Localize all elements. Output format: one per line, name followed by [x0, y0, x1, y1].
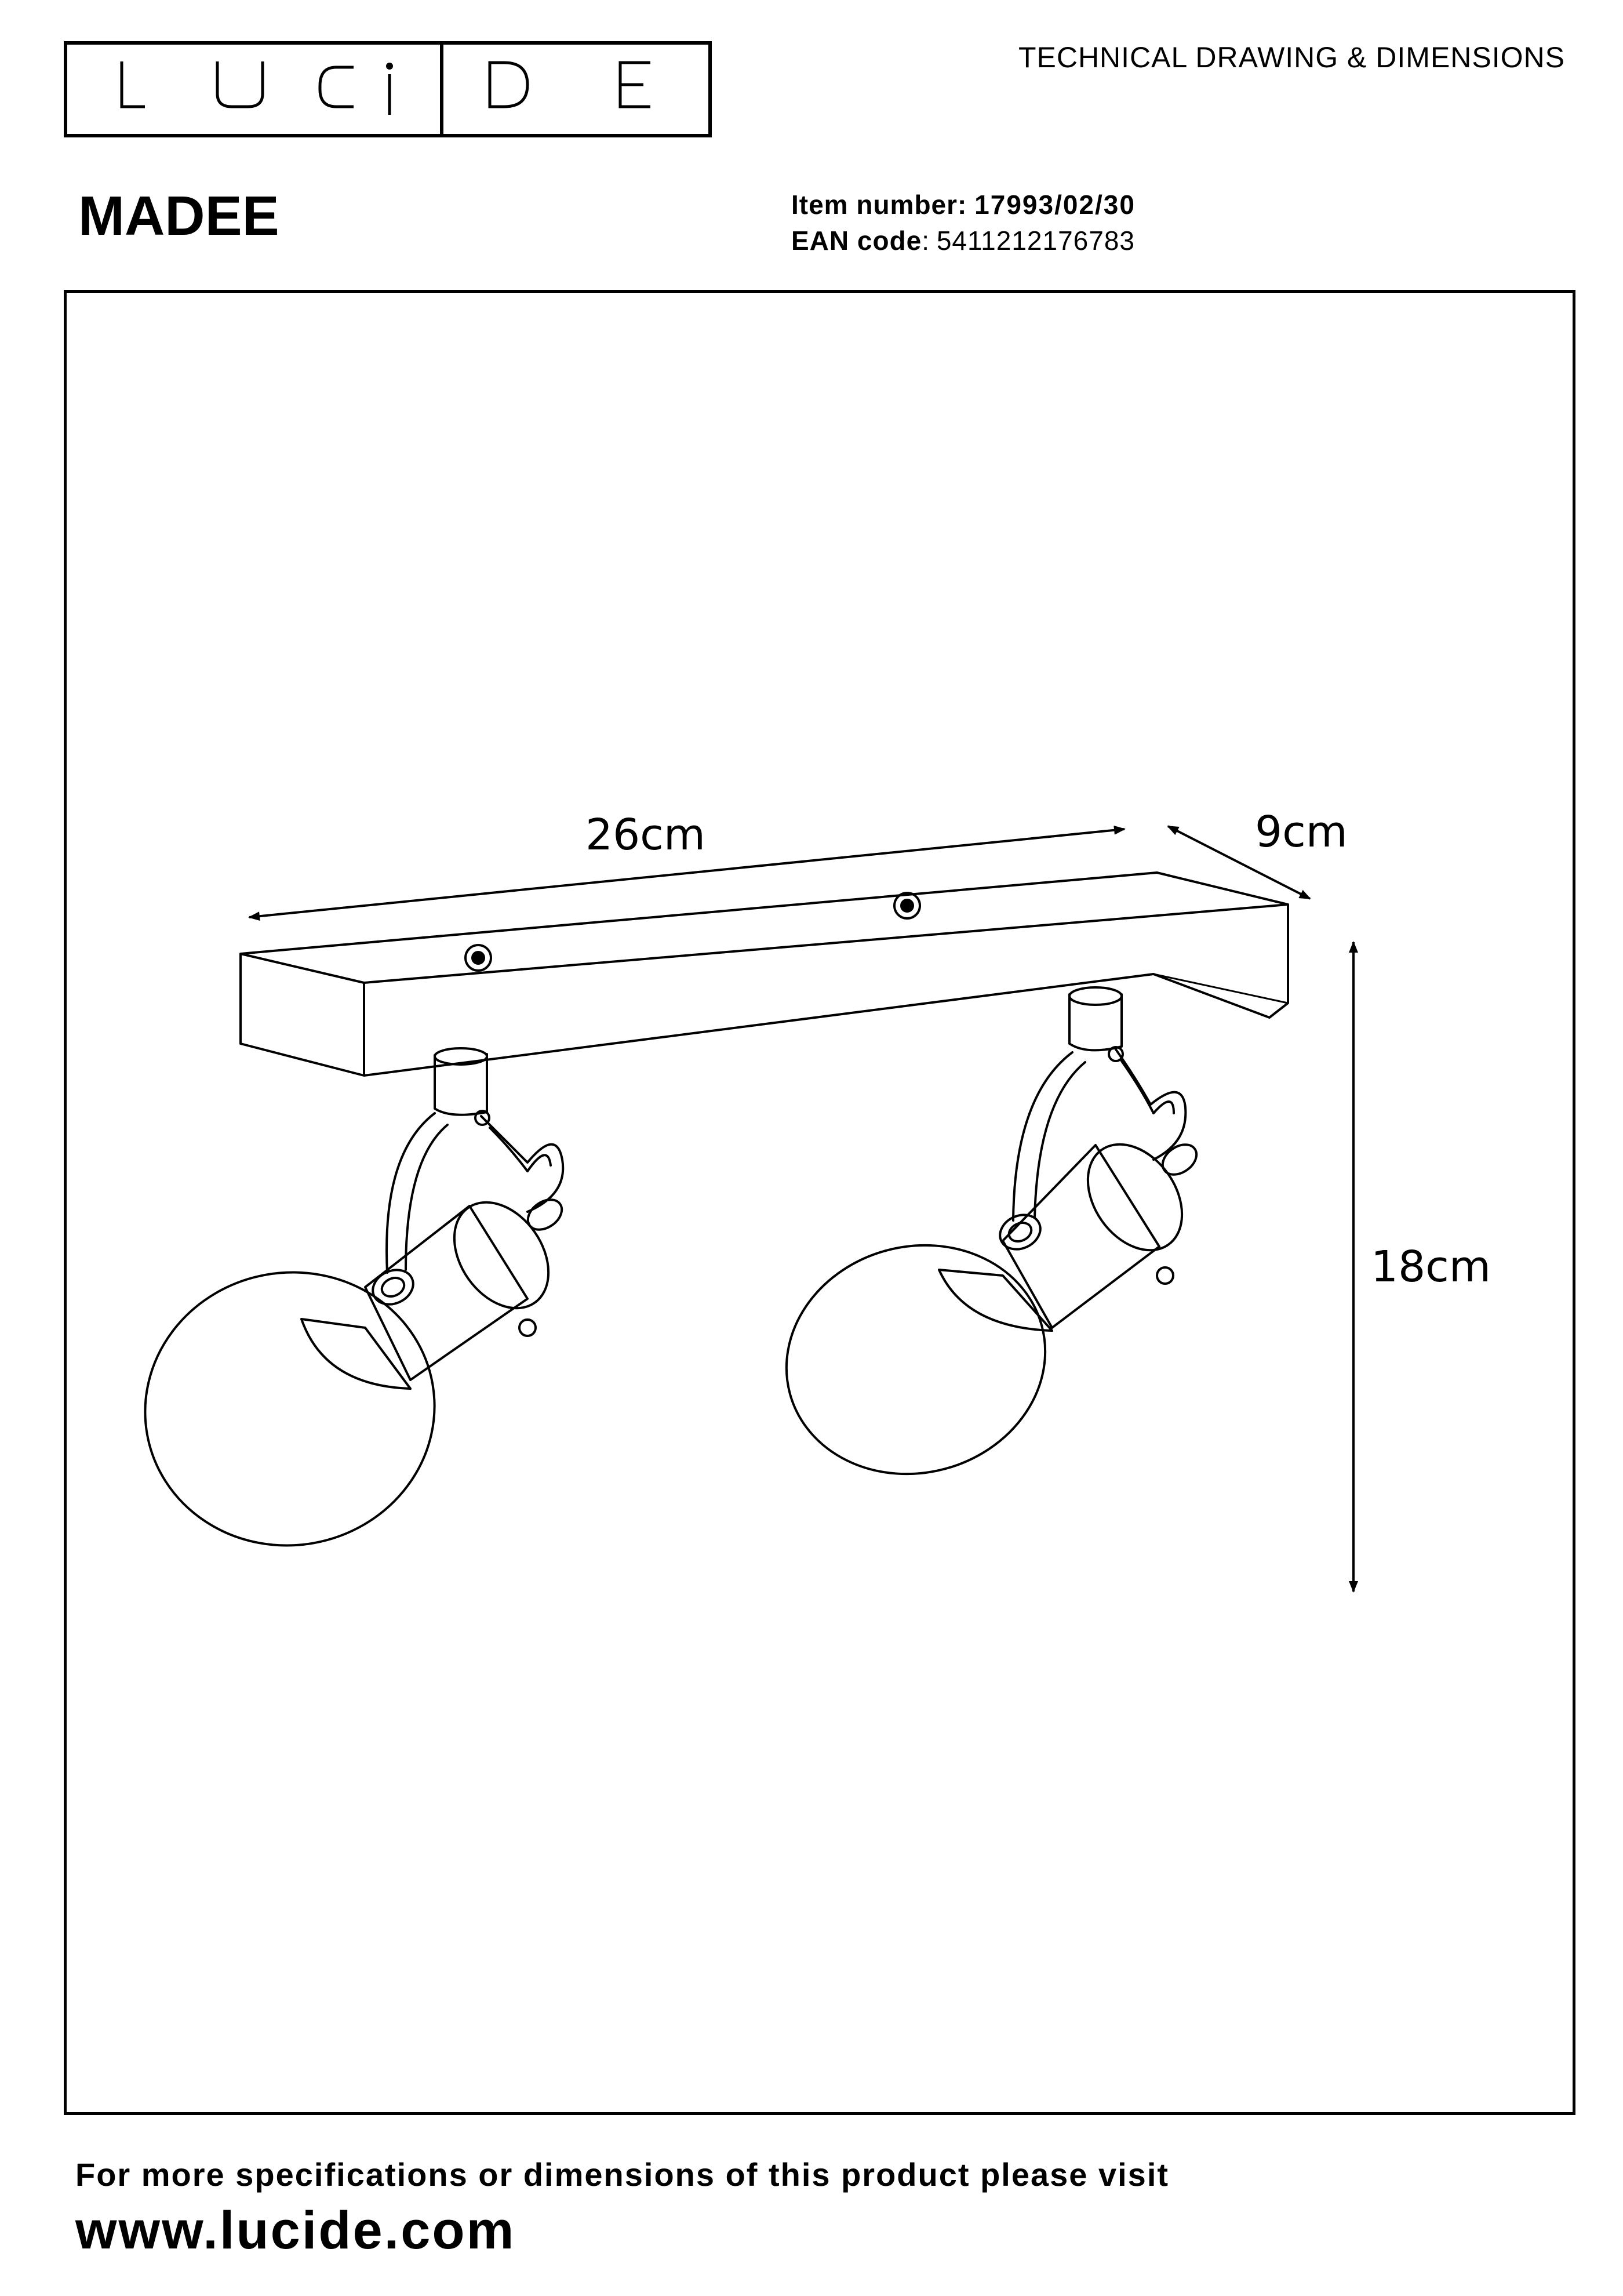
depth-dimension-label: 9cm: [1255, 807, 1348, 857]
item-number-row: Item number: 17993/02/30: [791, 187, 1136, 223]
length-dimension-line: [248, 825, 1126, 921]
technical-drawing: 26cm 9cm 18cm: [144, 807, 1491, 1593]
product-name: MADEE: [78, 185, 279, 247]
item-number-value: 17993/02/30: [974, 190, 1136, 220]
item-number-label: Item number:: [791, 190, 967, 220]
length-dimension-label: 26cm: [585, 810, 705, 860]
footer-link[interactable]: www.lucide.com: [75, 2201, 516, 2260]
document-type: TECHNICAL DRAWING & DIMENSIONS: [1018, 41, 1565, 74]
screw-icon: [464, 892, 921, 972]
lucide-logo: L U C I D E: [64, 41, 712, 137]
ean-row: EAN code: 5411212176783: [791, 223, 1136, 259]
footer-text: For more specifications or dimensions of…: [75, 2156, 1170, 2193]
right-spotlight: [785, 986, 1198, 1476]
drawing-frame: [64, 290, 1575, 2115]
height-dimension-label: 18cm: [1371, 1242, 1491, 1292]
left-spotlight: [144, 1047, 565, 1547]
ean-value: 5411212176783: [936, 226, 1135, 256]
depth-dimension-line: [1167, 825, 1311, 900]
product-meta: Item number: 17993/02/30 EAN code: 54112…: [791, 187, 1136, 259]
ean-separator: :: [922, 226, 930, 256]
ean-label: EAN code: [791, 226, 922, 256]
